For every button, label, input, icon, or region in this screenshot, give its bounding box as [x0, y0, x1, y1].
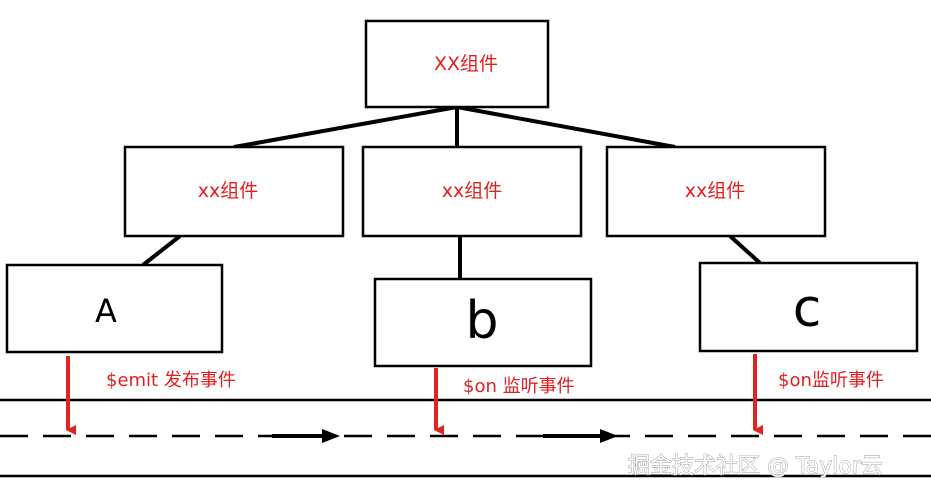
- node-leaf-c-box: [698, 261, 919, 353]
- watermark-text: 掘金技术社区 @ Taylor云: [628, 454, 883, 479]
- on-c-label: $on监听事件: [778, 370, 884, 391]
- node-leaf-b: b: [373, 277, 593, 368]
- emit-label: $emit 发布事件: [106, 370, 236, 391]
- node-middle-right: xx组件: [605, 145, 827, 238]
- node-middle-right-box: [605, 145, 827, 238]
- node-leaf-c: c: [698, 261, 919, 353]
- bus-flow-arrows: [272, 429, 618, 443]
- node-leaf-a: A: [5, 263, 224, 354]
- tree-connectors: [141, 105, 762, 279]
- node-middle-center-box: [361, 145, 583, 238]
- node-middle-left-box: [123, 145, 345, 238]
- node-leaf-b-label: b: [465, 291, 498, 351]
- connector-root-left: [233, 105, 458, 149]
- connector-left-a: [141, 234, 182, 267]
- node-root: XX组件: [364, 19, 550, 109]
- node-middle-left-label: xx组件: [198, 180, 259, 202]
- node-middle-right-label: xx组件: [685, 180, 746, 202]
- node-leaf-c-label: c: [793, 279, 822, 339]
- connector-root-right: [456, 105, 676, 149]
- flow-arrow-2-head: [600, 429, 618, 443]
- node-middle-center-label: xx组件: [442, 180, 503, 202]
- event-bus-lanes: [0, 398, 931, 478]
- node-root-label: XX组件: [434, 53, 498, 75]
- connector-right-c: [728, 234, 762, 265]
- node-leaf-b-box: [373, 277, 593, 368]
- node-middle-left: xx组件: [123, 145, 345, 238]
- node-root-box: [364, 19, 550, 109]
- node-middle-center: xx组件: [361, 145, 583, 238]
- node-leaf-a-box: [5, 263, 224, 354]
- on-b-label: $on 监听事件: [463, 376, 575, 397]
- event-arrows: [66, 354, 763, 435]
- event-labels: $emit 发布事件 $on 监听事件 $on监听事件: [106, 370, 884, 397]
- node-leaf-a-label: A: [95, 292, 117, 330]
- flow-arrow-1-head: [322, 429, 340, 443]
